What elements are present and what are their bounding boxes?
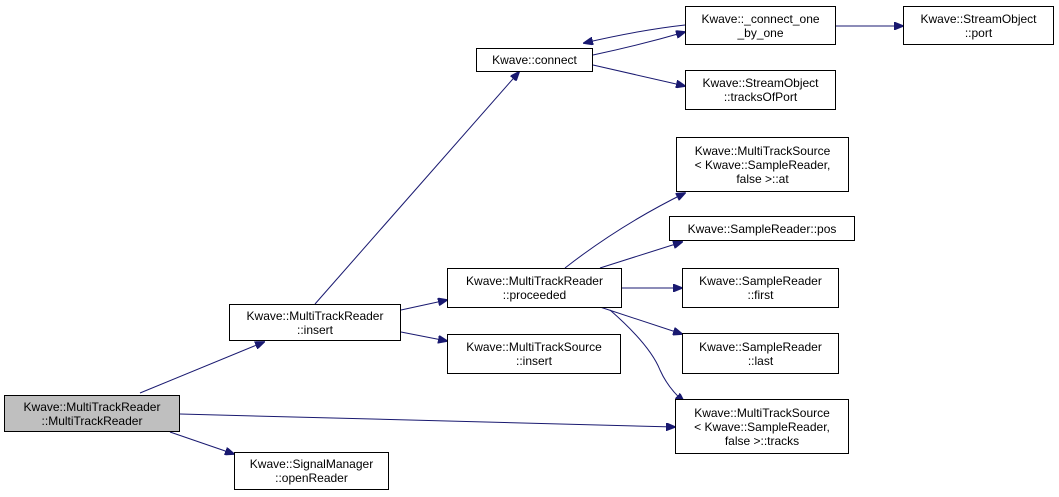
node-line: ::tracksOfPort (723, 90, 798, 104)
node-line: _by_one (737, 25, 784, 40)
node-signalmanager-openreader[interactable]: Kwave::SignalManager ::openReader (234, 452, 389, 490)
node-line: Kwave::SampleReader (699, 274, 822, 288)
node-line: < Kwave::SampleReader, (694, 419, 830, 434)
edge-mtr-insert-to-connect (314, 72, 519, 305)
edge-proceeded-to-sr-pos (599, 242, 682, 269)
node-line: ::port (964, 25, 993, 40)
edge-root-to-mts-tracks (179, 413, 675, 427)
edge-connect-to-tracks-of-port (592, 64, 685, 86)
node-line: Kwave::SampleReader (699, 339, 822, 354)
node-samplereader-pos[interactable]: Kwave::SampleReader::pos (669, 216, 855, 241)
edge-root-to-mtr-insert (139, 342, 264, 394)
edge-connect-to-connect-one (592, 32, 685, 56)
edge-proceeded-to-mts-at (564, 193, 685, 269)
node-multitracksource-tracks[interactable]: Kwave::MultiTrackSource < Kwave::SampleR… (675, 399, 849, 454)
node-line: ::MultiTrackReader (41, 413, 143, 428)
node-samplereader-last[interactable]: Kwave::SampleReader ::last (682, 333, 839, 374)
node-line: Kwave::MultiTrackReader (466, 274, 603, 288)
node-line: Kwave::MultiTrackSource (694, 405, 830, 420)
edge-proceeded-to-mts-tracks (609, 309, 684, 402)
node-line: Kwave::MultiTrackReader (23, 399, 161, 414)
node-line: ::last (747, 353, 774, 368)
node-streamobject-tracksofport[interactable]: Kwave::StreamObject ::tracksOfPort (685, 70, 836, 110)
edge-proceeded-to-sr-last (599, 306, 682, 334)
node-line: ::insert (296, 322, 333, 337)
node-streamobject-port[interactable]: Kwave::StreamObject ::port (903, 6, 1054, 45)
node-line: < Kwave::SampleReader, (694, 157, 831, 172)
node-line: ::first (747, 288, 774, 302)
node-multitrackreader-constructor: Kwave::MultiTrackReader ::MultiTrackRead… (4, 395, 180, 432)
node-line: Kwave::_connect_one (701, 11, 820, 26)
node-line: Kwave::connect (492, 53, 577, 67)
node-line: ::proceeded (502, 288, 567, 302)
node-multitracksource-at[interactable]: Kwave::MultiTrackSource < Kwave::SampleR… (676, 137, 849, 192)
edge-mtr-insert-to-proceeded (400, 300, 447, 311)
node-line: false >::tracks (724, 433, 800, 448)
node-connect[interactable]: Kwave::connect (476, 48, 593, 72)
node-multitracksource-insert[interactable]: Kwave::MultiTrackSource ::insert (447, 334, 621, 374)
node-line: ::insert (515, 354, 552, 368)
node-samplereader-first[interactable]: Kwave::SampleReader ::first (682, 268, 839, 308)
node-line: Kwave::MultiTrackReader (246, 308, 384, 323)
node-line: false >::at (736, 171, 789, 186)
edge-root-to-open-reader (169, 431, 234, 454)
edge-mtr-insert-to-mts-insert (400, 331, 447, 341)
node-line: Kwave::StreamObject (702, 76, 819, 90)
node-multitrackreader-insert[interactable]: Kwave::MultiTrackReader ::insert (229, 304, 401, 341)
node-line: Kwave::SignalManager (249, 457, 374, 471)
node-line: ::openReader (275, 471, 348, 485)
node-line: Kwave::StreamObject (920, 11, 1037, 26)
node-line: Kwave::MultiTrackSource (466, 340, 602, 354)
node-line: Kwave::SampleReader::pos (687, 221, 837, 236)
node-multitrackreader-proceeded[interactable]: Kwave::MultiTrackReader ::proceeded (447, 268, 622, 308)
edge-connect-one-to-connect (584, 24, 686, 43)
node-line: Kwave::MultiTrackSource (694, 143, 831, 158)
node-connect-one-by-one[interactable]: Kwave::_connect_one _by_one (685, 6, 836, 45)
